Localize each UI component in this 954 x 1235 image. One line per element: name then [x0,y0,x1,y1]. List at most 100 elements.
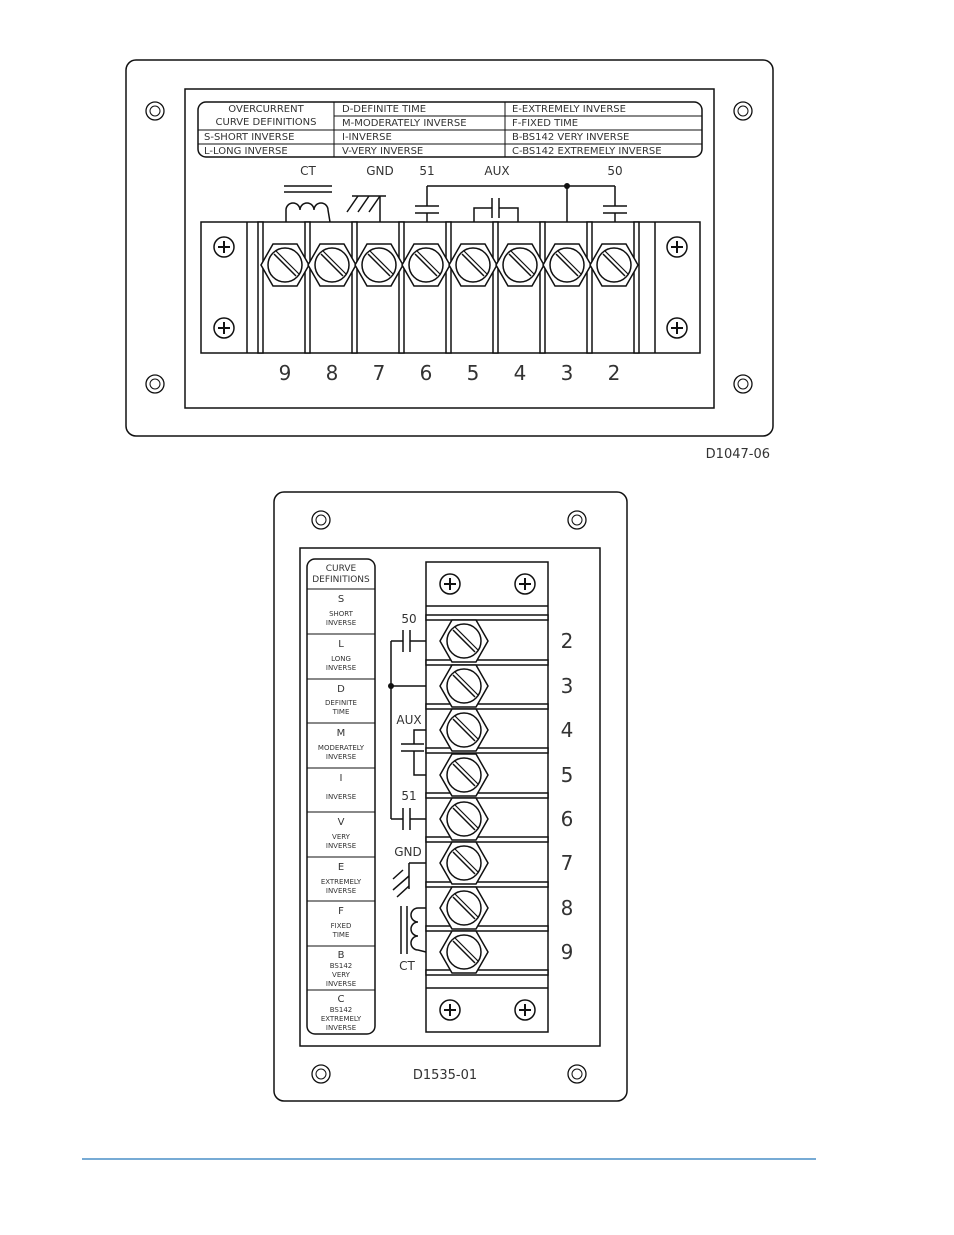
bottom-terminal-block [425,561,549,1033]
label-51: 51 [401,789,416,803]
top-terminal-block [200,221,701,354]
terminal-screw [542,243,592,287]
terminal-number: 9 [561,940,574,964]
curve-desc: INVERSE [326,793,356,801]
contact-51-icon [391,808,426,830]
curve-desc: LONG [331,655,351,663]
curve-desc: TIME [332,931,350,939]
label-ct: CT [399,959,415,973]
curve-letter: I [340,773,343,784]
ct-transformer-icon [284,185,332,223]
terminal-screw [260,243,310,287]
curve-v: V-VERY INVERSE [342,146,423,157]
mount-hole [733,101,753,121]
terminal-screw [439,886,489,930]
mount-hole [567,1064,587,1084]
contact-50-icon [603,186,627,222]
mount-hole [311,1064,331,1084]
curve-desc: EXTREMELY [321,1015,362,1023]
terminal-number: 8 [561,896,574,920]
terminal-number: 6 [561,807,574,831]
curve-desc: INVERSE [326,753,356,761]
mount-hole [145,101,165,121]
bottom-table-header-1: CURVE [326,564,357,574]
label-51: 51 [419,164,434,178]
mount-hole [567,510,587,530]
curve-i: I-INVERSE [342,132,392,143]
curve-letter: V [338,817,345,828]
contact-51-icon [415,186,439,222]
curve-c: C-BS142 EXTREMELY INVERSE [512,146,662,157]
top-drawing-code: D1047-06 [706,447,770,462]
terminal-number: 6 [420,361,433,385]
curve-desc: EXTREMELY [321,878,362,886]
curve-desc: INVERSE [326,619,356,627]
terminal-number: 4 [561,718,574,742]
curve-desc: TIME [332,708,350,716]
curve-desc: INVERSE [326,664,356,672]
label-gnd: GND [394,845,422,859]
ground-icon [392,862,426,898]
terminal-number: 3 [561,674,574,698]
top-table-header-1: OVERCURRENT [228,104,304,115]
curve-desc: MODERATELY [318,744,365,752]
bottom-table-header-2: DEFINITIONS [312,575,370,585]
bottom-panel-inner [299,547,601,1047]
curve-letter: D [337,684,345,695]
curve-desc: FIXED [331,922,352,930]
curve-desc: DEFINITE [325,699,357,707]
terminal-number: 8 [326,361,339,385]
curve-desc: INVERSE [326,842,356,850]
curve-desc: INVERSE [326,1024,356,1032]
label-aux: AUX [396,713,421,727]
bottom-terminal-numbers: 2 3 4 5 6 7 8 9 [561,629,574,964]
curve-letter: M [337,728,346,739]
terminal-number: 3 [561,361,574,385]
terminal-number: 9 [279,361,292,385]
curve-desc: VERY [332,833,351,841]
common-bus [427,183,615,222]
curve-desc: VERY [332,971,351,979]
curve-desc: BS142 [330,962,352,970]
terminal-number: 2 [561,629,574,653]
curve-letter: B [338,950,345,961]
curve-letter: C [338,994,345,1005]
terminal-screw [439,708,489,752]
terminal-screw [439,930,489,974]
top-panel: OVERCURRENT CURVE DEFINITIONS D-DEFINITE… [125,59,774,462]
top-table-header-2: CURVE DEFINITIONS [216,117,317,128]
label-50: 50 [607,164,622,178]
bottom-panel: CURVE DEFINITIONS S SHORT INVERSE L LONG… [273,491,628,1102]
terminal-number: 2 [608,361,621,385]
curve-d: D-DEFINITE TIME [342,104,426,115]
mount-hole [733,374,753,394]
curve-desc: INVERSE [326,887,356,895]
label-50: 50 [401,612,416,626]
terminal-number: 4 [514,361,527,385]
terminal-number: 5 [561,763,574,787]
curve-desc: SHORT [329,610,354,618]
curve-letter: L [338,639,344,650]
curve-letter: S [338,594,344,605]
ct-transformer-icon [400,906,427,954]
curve-letter: F [338,906,344,917]
curve-desc: BS142 [330,1006,352,1014]
terminal-screw [307,243,357,287]
terminal-screw [401,243,451,287]
curve-b: B-BS142 VERY INVERSE [512,132,629,143]
bottom-drawing-code: D1535-01 [413,1068,477,1083]
curve-e: E-EXTREMELY INVERSE [512,104,626,115]
label-aux: AUX [484,164,509,178]
terminal-screw [439,664,489,708]
curve-letter: E [338,862,344,873]
curve-l: L-LONG INVERSE [204,146,288,157]
top-panel-outline [125,59,774,437]
curve-f: F-FIXED TIME [512,118,578,129]
contact-aux-icon [473,198,519,222]
terminal-screw [439,797,489,841]
curve-m: M-MODERATELY INVERSE [342,118,467,129]
label-gnd: GND [366,164,394,178]
top-panel-inner [184,88,715,409]
bottom-panel-outline [273,491,628,1102]
